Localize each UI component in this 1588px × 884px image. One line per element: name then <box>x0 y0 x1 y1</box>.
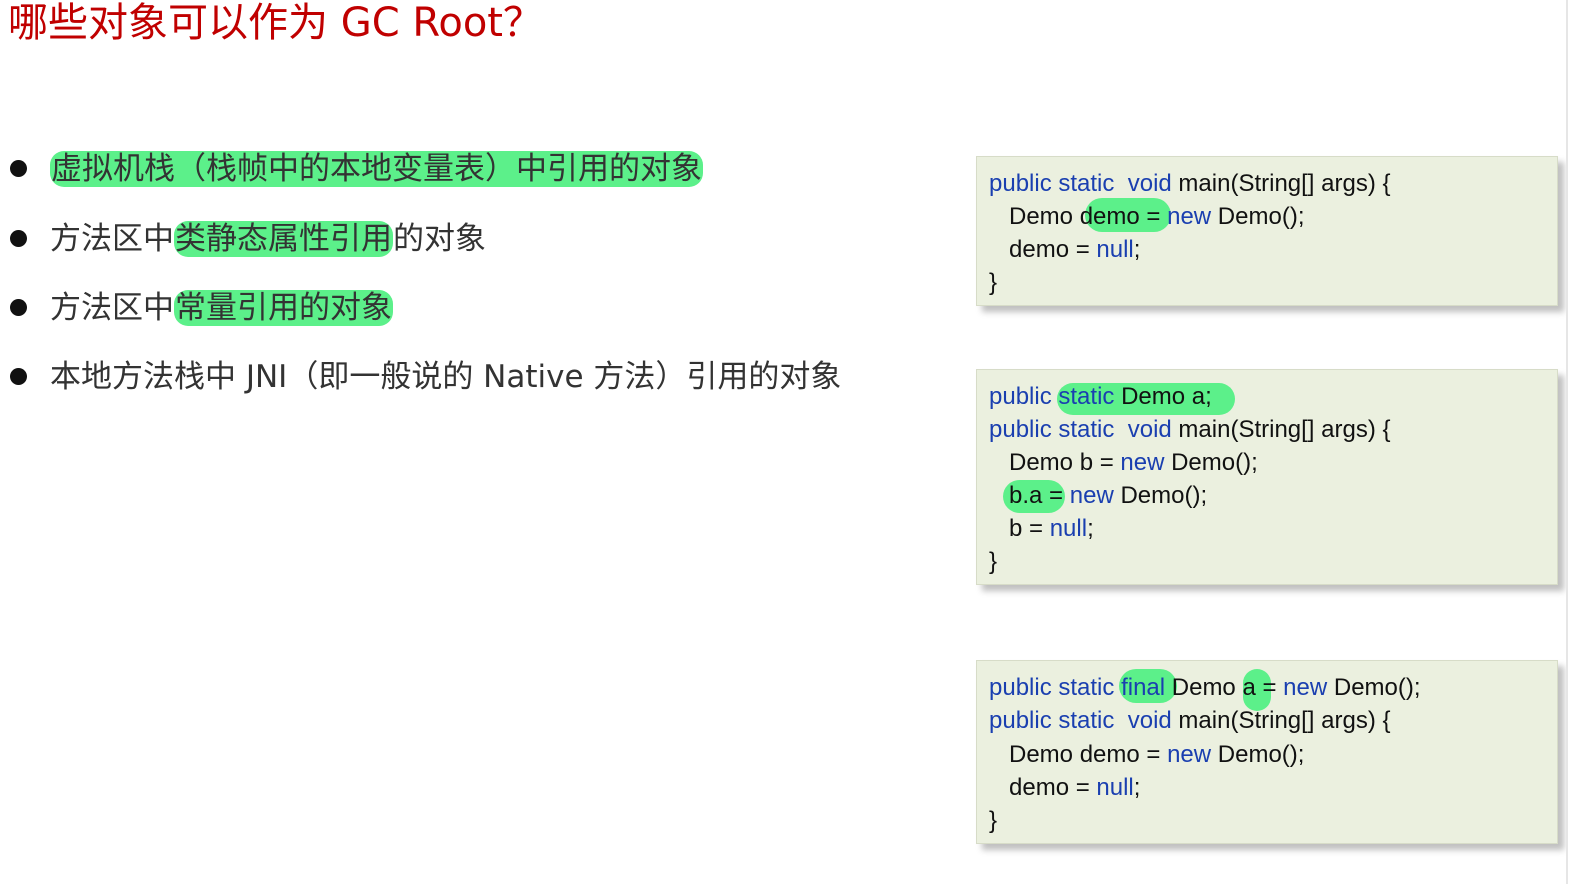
bullet-dot-icon <box>10 299 27 316</box>
bullet-text: 方法区中 <box>50 290 174 326</box>
code-line: b.a = new Demo(); <box>1009 482 1208 509</box>
code-line: Demo demo = new Demo(); <box>989 203 1305 230</box>
highlighted-text: 虚拟机栈（栈帧中的本地变量表）中引用的对象 <box>50 151 703 187</box>
code-line: b = null; <box>989 515 1094 542</box>
highlight-mark <box>1003 480 1065 513</box>
highlight-mark <box>1119 669 1177 703</box>
code-line: demo = null; <box>989 236 1141 263</box>
bullet-dot-icon <box>10 160 27 177</box>
code-line: } <box>989 269 998 296</box>
code-line: Demo b = new Demo(); <box>989 449 1258 476</box>
code-line: } <box>989 807 998 834</box>
code-line: demo = null; <box>989 774 1141 801</box>
highlight-mark <box>1085 198 1171 232</box>
code-line: public static void main(String[] args) { <box>989 707 1391 734</box>
code-block-static-field: public static Demo a; public static void… <box>976 369 1558 585</box>
bullet-text: 方法区中 <box>50 221 174 257</box>
code-line: public static void main(String[] args) { <box>989 170 1391 197</box>
code-line: public static Demo a; <box>989 383 1212 410</box>
code-block-local-variable: public static void main(String[] args) {… <box>976 156 1558 306</box>
bullet-text: 本地方法栈中 JNI（即一般说的 Native 方法）引用的对象 <box>50 359 842 395</box>
highlighted-text: 常量引用的对象 <box>174 290 393 326</box>
bullet-dot-icon <box>10 230 27 247</box>
highlight-mark <box>1243 669 1271 711</box>
highlight-mark <box>1057 383 1235 415</box>
highlighted-text: 类静态属性引用 <box>174 221 393 257</box>
code-line: public static void main(String[] args) { <box>989 416 1391 443</box>
code-line: Demo demo = new Demo(); <box>989 741 1305 768</box>
code-line: public static final Demo a = new Demo(); <box>989 674 1421 701</box>
code-block-constant: public static final Demo a = new Demo();… <box>976 660 1558 844</box>
page-title: 哪些对象可以作为 GC Root？ <box>8 0 543 46</box>
scrollbar-track[interactable] <box>1566 0 1588 884</box>
bullet-dot-icon <box>10 368 27 385</box>
code-line: } <box>989 548 998 575</box>
bullet-text: 的对象 <box>393 221 486 257</box>
